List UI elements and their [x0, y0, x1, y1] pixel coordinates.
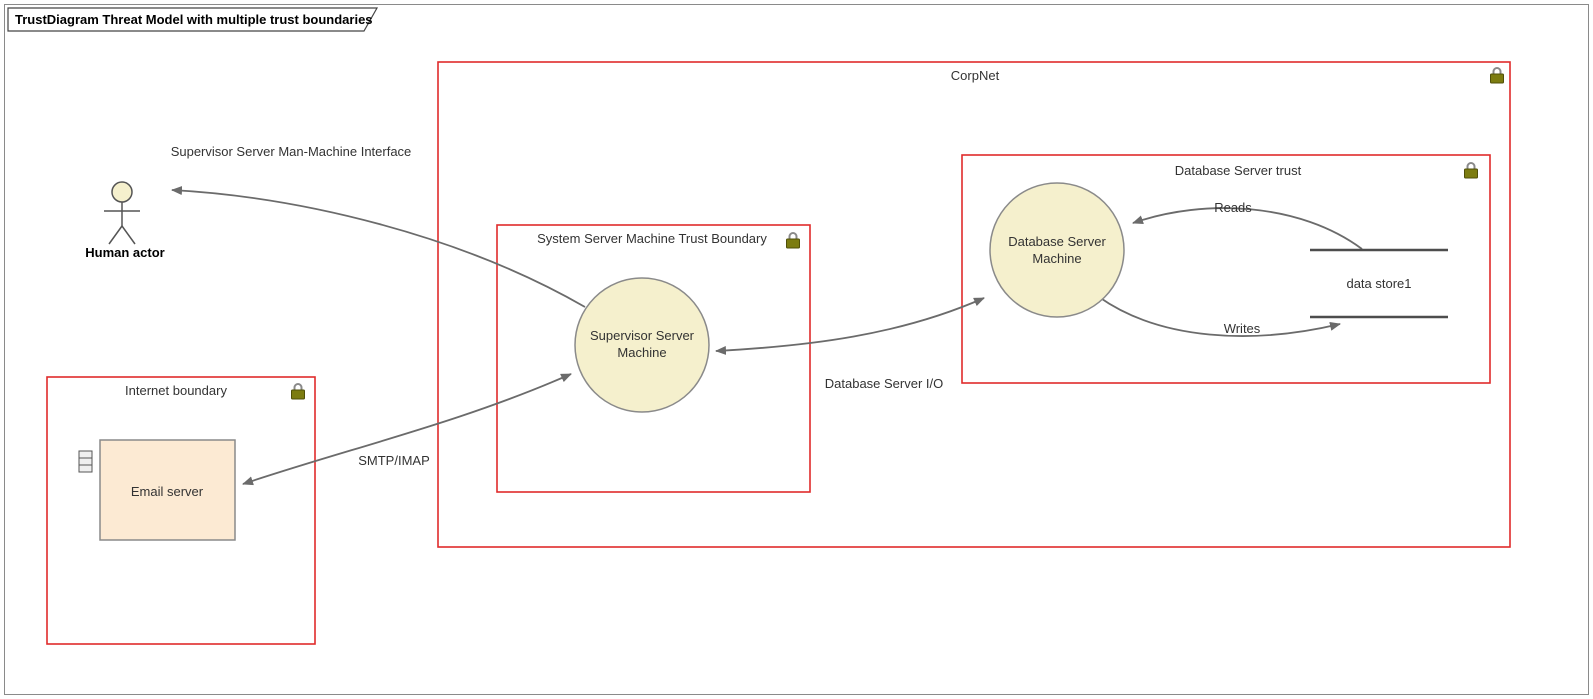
database-server-node[interactable]	[989, 182, 1125, 318]
human-actor-figure[interactable]	[104, 181, 140, 245]
flow-db-io-label: Database Server I/O	[825, 376, 944, 391]
flow-smtp-label: SMTP/IMAP	[358, 453, 430, 468]
diagram-frame-border	[4, 4, 1589, 695]
system-boundary[interactable]	[496, 224, 811, 493]
database-trust-boundary[interactable]	[961, 154, 1491, 384]
internet-boundary-label: Internet boundary	[125, 383, 227, 398]
internet-boundary[interactable]	[46, 376, 316, 645]
flow-mmi[interactable]	[171, 186, 586, 308]
flow-reads[interactable]	[1132, 207, 1363, 250]
diagram-title-tab	[7, 7, 379, 32]
supervisor-server-label-2: Machine	[617, 345, 666, 360]
data-store-node[interactable]	[1310, 248, 1448, 319]
system-boundary-label: System Server Machine Trust Boundary	[537, 231, 767, 246]
flow-reads-label: Reads	[1214, 200, 1252, 215]
supervisor-server-node[interactable]	[574, 277, 710, 413]
flow-writes-label: Writes	[1224, 321, 1261, 336]
email-server-node[interactable]	[99, 439, 236, 541]
database-server-label-2: Machine	[1032, 251, 1081, 266]
email-server-label: Email server	[131, 484, 204, 499]
database-server-label: Database Server	[1008, 234, 1106, 249]
flow-smtp[interactable]	[242, 373, 572, 486]
corpnet-label: CorpNet	[951, 68, 1000, 83]
supervisor-server-label: Supervisor Server	[590, 328, 695, 343]
flow-mmi-label: Supervisor Server Man-Machine Interface	[171, 144, 412, 159]
corpnet-boundary[interactable]	[437, 61, 1511, 548]
human-actor-label: Human actor	[85, 245, 164, 260]
data-store-label: data store1	[1346, 276, 1411, 291]
flow-writes[interactable]	[1098, 296, 1341, 337]
diagram-title: TrustDiagram Threat Model with multiple …	[15, 12, 373, 27]
flow-db-io[interactable]	[715, 297, 985, 355]
server-icon	[78, 450, 93, 473]
database-trust-label: Database Server trust	[1175, 163, 1302, 178]
